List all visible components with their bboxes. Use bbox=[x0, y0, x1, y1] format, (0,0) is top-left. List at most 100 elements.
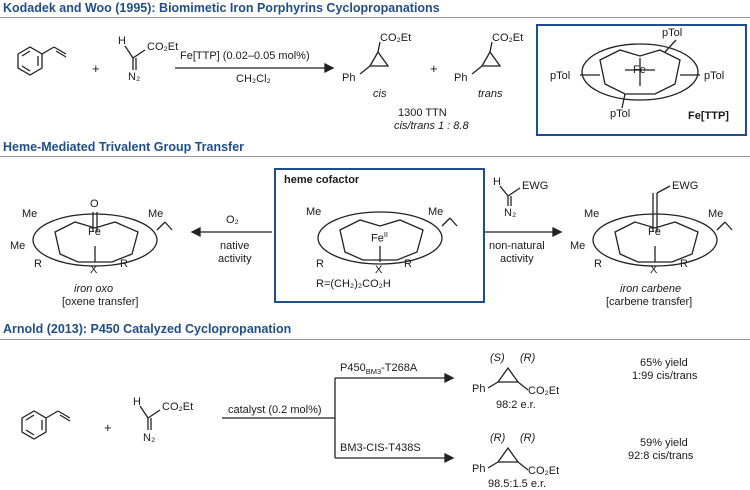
p1-er: 98:2 e.r. bbox=[496, 399, 536, 411]
plus-sign-3: + bbox=[104, 420, 112, 435]
diazo-n2-label-1: N₂ bbox=[128, 71, 141, 83]
fe-ttp-label: Fe[TTP] bbox=[688, 110, 729, 122]
p1-yield: 65% yield bbox=[640, 357, 688, 369]
oxo-o-label: O bbox=[90, 198, 99, 210]
cis-ester-label: CO₂Et bbox=[380, 32, 412, 44]
axial-x-carbene: X bbox=[650, 264, 658, 276]
conditions-solvent: CH₂Cl₂ bbox=[236, 73, 271, 85]
ptol-bottom: pTol bbox=[610, 108, 631, 120]
trans-ph-label: Ph bbox=[454, 72, 468, 84]
ptol-left: pTol bbox=[550, 70, 571, 82]
iron-carbene-label: iron carbene bbox=[620, 283, 682, 295]
cis-cyclopropane bbox=[359, 41, 390, 75]
heme-cofactor-porphyrin bbox=[317, 211, 458, 265]
product-1-cyclopropane bbox=[487, 366, 529, 391]
diazo-ester-structure-3 bbox=[139, 405, 161, 430]
ttn-value: 1300 TTN bbox=[398, 107, 447, 119]
cis-ph-label: Ph bbox=[342, 72, 356, 84]
me-label-oxo-1: Me bbox=[22, 208, 38, 220]
catalyst-loading-label: catalyst (0.2 mol%) bbox=[228, 404, 322, 416]
activity-label-native: activity bbox=[218, 253, 252, 265]
diazo-h-label-2: H bbox=[493, 176, 501, 188]
enzyme-2-label: BM3-CIS-T438S bbox=[340, 442, 421, 454]
r-label-heme-2: R bbox=[404, 258, 412, 270]
fe-center-oxo: Fe bbox=[88, 226, 101, 238]
diazo-h-label-3: H bbox=[133, 396, 141, 408]
r-group-definition: R=(CH₂)₂CO₂H bbox=[316, 278, 391, 290]
p1-stereo-s: (S) bbox=[490, 352, 505, 364]
p2-yield: 59% yield bbox=[640, 437, 688, 449]
cis-label: cis bbox=[373, 88, 387, 100]
heme-cofactor-box bbox=[274, 168, 485, 303]
iron-carbene-porphyrin bbox=[592, 185, 733, 267]
section-title-kodadek: Kodadek and Woo (1995): Biomimetic Iron … bbox=[3, 1, 440, 15]
conditions-catalyst: Fe[TTP] (0.02–0.05 mol%) bbox=[180, 50, 310, 62]
r-label-oxo-2: R bbox=[120, 258, 128, 270]
ptol-right: pTol bbox=[704, 70, 725, 82]
fe-center-carbene: Fe bbox=[648, 226, 661, 238]
carbene-transfer-label: [carbene transfer] bbox=[606, 296, 693, 308]
plus-sign-1: + bbox=[92, 61, 100, 76]
p2-stereo-r1: (R) bbox=[490, 432, 506, 444]
p1-ester-label: CO₂Et bbox=[528, 385, 560, 397]
activity-label-nonnatural: activity bbox=[500, 253, 534, 265]
me-label-heme-2: Me bbox=[428, 206, 444, 218]
fe-ttp-box bbox=[536, 24, 747, 136]
section-title-arnold: Arnold (2013): P450 Catalyzed Cyclopropa… bbox=[3, 322, 292, 336]
diazo-ewg-label: EWG bbox=[522, 180, 549, 192]
heme-cofactor-title: heme cofactor bbox=[284, 174, 360, 186]
product-2-cyclopropane bbox=[487, 446, 529, 471]
iron-oxo-porphyrin bbox=[32, 212, 173, 267]
divider-3 bbox=[0, 339, 750, 340]
styrene-structure-1 bbox=[17, 46, 67, 76]
p1-stereo-r: (R) bbox=[520, 352, 536, 364]
diazo-ester-structure-1 bbox=[124, 45, 146, 70]
nonnatural-label: non-natural bbox=[489, 240, 545, 252]
diazo-ester-label-3: CO₂Et bbox=[162, 401, 194, 413]
trans-cyclopropane bbox=[471, 41, 502, 75]
plus-sign-product: + bbox=[430, 61, 438, 76]
fe-center-1: Fe bbox=[633, 64, 646, 76]
divider-1 bbox=[0, 17, 750, 18]
me-label-oxo-2: Me bbox=[148, 208, 164, 220]
me-label-oxo-3: Me bbox=[10, 240, 26, 252]
p2-er: 98.5:1.5 e.r. bbox=[488, 478, 547, 490]
diazo-n2-label-3: N₂ bbox=[143, 432, 156, 444]
diazo-ewg-structure bbox=[499, 185, 521, 206]
divider-2 bbox=[0, 156, 750, 157]
p2-stereo-r2: (R) bbox=[520, 432, 536, 444]
r-label-carbene-1: R bbox=[594, 258, 602, 270]
p2-ester-label: CO₂Et bbox=[528, 465, 560, 477]
diazo-n2-label-2: N₂ bbox=[504, 207, 517, 219]
r-label-oxo-1: R bbox=[34, 258, 42, 270]
enzyme-1-label: P450BM3-T268A bbox=[340, 362, 418, 377]
me-label-heme: Me bbox=[306, 206, 322, 218]
ptol-top: pTol bbox=[662, 27, 683, 39]
r-label-heme: R bbox=[316, 258, 324, 270]
p1-ph-label: Ph bbox=[472, 383, 486, 395]
diazo-ester-label-1: CO₂Et bbox=[147, 41, 179, 53]
p2-ratio: 92:8 cis/trans bbox=[628, 450, 694, 462]
me-label-carbene-3: Me bbox=[570, 240, 586, 252]
r-label-carbene-2: R bbox=[680, 258, 688, 270]
me-label-carbene-1: Me bbox=[584, 208, 600, 220]
styrene-structure-3 bbox=[21, 410, 71, 440]
fe-ii-center: FeII bbox=[371, 230, 389, 245]
native-label: native bbox=[220, 240, 250, 252]
axial-x-center: X bbox=[375, 264, 383, 276]
p2-ph-label: Ph bbox=[472, 463, 486, 475]
axial-x-oxo: X bbox=[90, 264, 98, 276]
o2-label: O₂ bbox=[226, 214, 239, 226]
trans-ester-label: CO₂Et bbox=[492, 32, 524, 44]
carbene-ewg-label: EWG bbox=[672, 180, 699, 192]
cis-trans-ratio: cis/trans 1 : 8.8 bbox=[394, 120, 469, 132]
fe-ttp-porphyrin bbox=[580, 39, 700, 109]
p1-ratio: 1:99 cis/trans bbox=[632, 370, 698, 382]
section-title-heme: Heme-Mediated Trivalent Group Transfer bbox=[3, 140, 245, 154]
oxene-transfer-label: [oxene transfer] bbox=[62, 296, 139, 308]
diazo-h-label-1: H bbox=[118, 35, 126, 47]
me-label-carbene-2: Me bbox=[708, 208, 724, 220]
iron-oxo-label: iron oxo bbox=[74, 283, 114, 295]
trans-label: trans bbox=[478, 88, 503, 100]
